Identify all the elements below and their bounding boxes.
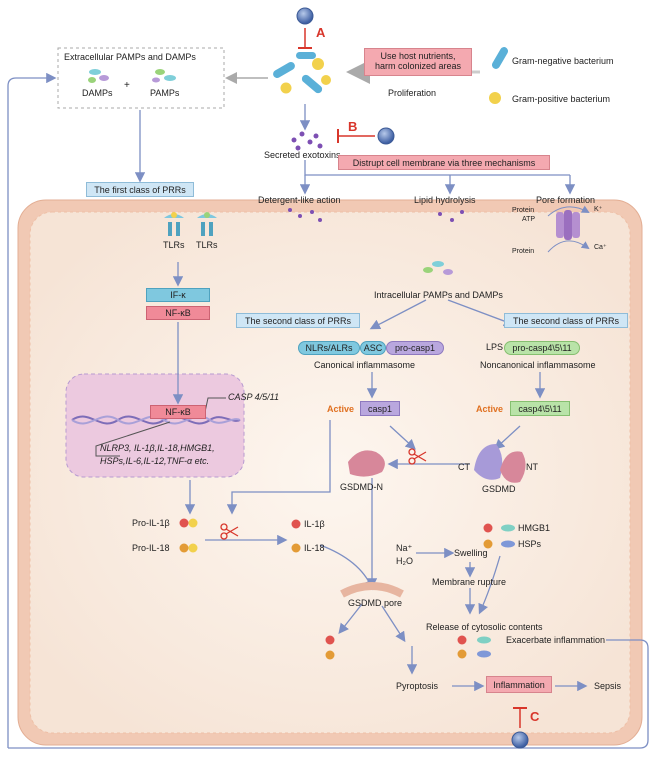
pore-channel xyxy=(556,210,580,240)
casp-gene-label: CASP 4/5/11 xyxy=(228,392,280,402)
damps-label: DAMPs xyxy=(82,88,113,98)
bacteria-cluster xyxy=(273,52,331,94)
hmgb1-label: HMGB1 xyxy=(518,523,551,533)
k-ion-label: K⁺ xyxy=(594,206,603,213)
nf-kb-box: NF-κB xyxy=(146,306,210,320)
gram-negative-label: Gram-negative bacterium xyxy=(512,56,614,66)
active-label-1: Active xyxy=(327,404,355,414)
il1b-label: IL-1β xyxy=(304,519,325,529)
lipid-label: Lipid hydrolysis xyxy=(414,195,476,205)
second-class-left-box: The second class of PRRs xyxy=(236,313,360,328)
scissors-icon-2 xyxy=(220,523,239,540)
pro-casp4-box: pro-casp4\5\11 xyxy=(504,341,580,355)
marker-a: A xyxy=(316,25,326,40)
active-label-2: Active xyxy=(476,404,504,414)
hsps-label: HSPs xyxy=(518,539,542,549)
na-label: Na⁺ xyxy=(396,543,413,553)
atp-label: ATP xyxy=(522,216,536,223)
exotoxin-particles xyxy=(288,131,464,222)
host-note-line1: Use host nutrients, xyxy=(380,51,456,61)
swelling-label: Swelling xyxy=(454,548,488,558)
tlrs-label-2: TLRs xyxy=(196,240,218,250)
nlrs-alrs-box: NLRs/ALRs xyxy=(298,341,360,355)
membrane-rupture-label: Membrane rupture xyxy=(432,577,507,587)
nucleus xyxy=(65,373,245,478)
release-label: Release of cytosolic contents xyxy=(426,622,543,632)
gram-positive-label: Gram-positive bacterium xyxy=(512,94,611,104)
protein-label-2: Protein xyxy=(512,248,535,255)
exacerbate-label: Exacerbate inflammation xyxy=(506,635,606,645)
extracellular-box xyxy=(57,47,225,109)
tlrs-label-1: TLRs xyxy=(163,240,185,250)
casp4-box: casp4\5\11 xyxy=(510,401,570,416)
ct-label: CT xyxy=(458,462,470,472)
gsdmd-pore-label: GSDMD pore xyxy=(348,598,403,608)
secreted-exotoxins-label: Secreted exotoxins xyxy=(264,150,341,160)
nf-kb-nucleus-box: NF-κB xyxy=(150,405,206,419)
genes-line2: HSPs,IL-6,IL-12,TNF-α etc. xyxy=(100,456,210,466)
nt-label: NT xyxy=(526,462,538,472)
scissors-icon-1 xyxy=(408,448,427,465)
extracellular-title: Extracellular PAMPs and DAMPs xyxy=(64,52,196,62)
gsdmd-ct-shape xyxy=(474,444,503,480)
host-nutrients-box: Use host nutrients, harm colonized areas xyxy=(364,48,472,76)
immune-cell-b xyxy=(377,127,395,145)
genes-line1: NLRP3, IL-1β,IL-18,HMGB1, xyxy=(100,443,215,453)
second-class-right-box: The second class of PRRs xyxy=(504,313,628,328)
lps-label: LPS xyxy=(486,342,504,352)
pamps-label: PAMPs xyxy=(150,88,180,98)
h2o-label: H₂O xyxy=(396,556,413,566)
gsdmd-n-label: GSDMD-N xyxy=(340,482,383,492)
marker-b: B xyxy=(348,119,358,134)
gsdmd-n-shape xyxy=(348,450,385,477)
proliferation-label: Proliferation xyxy=(388,88,437,98)
protein-label-1: Protein xyxy=(512,207,535,214)
tlr-receptor-2 xyxy=(197,212,217,236)
casp1-box: casp1 xyxy=(360,401,400,416)
pro-casp1-box: pro-casp1 xyxy=(386,341,444,355)
gram-positive-icon xyxy=(489,92,501,104)
host-note-line2: harm colonized areas xyxy=(374,61,462,72)
pyroptosis-label: Pyroptosis xyxy=(396,681,439,691)
pro-il1b-label: Pro-IL-1β xyxy=(132,518,170,528)
marker-c: C xyxy=(530,709,540,724)
plus-sign: + xyxy=(124,80,130,91)
feedback-loop-line xyxy=(7,72,57,748)
gsdmd-pore-shape xyxy=(340,582,404,598)
gsdmd-label: GSDMD xyxy=(482,484,516,494)
tlr-receptor-1 xyxy=(164,212,184,236)
intracellular-label: Intracellular PAMPs and DAMPs xyxy=(374,290,503,300)
pro-il18-label: Pro-IL-18 xyxy=(132,543,170,553)
immune-cell-a xyxy=(296,7,314,25)
inflammation-box: Inflammation xyxy=(486,676,552,693)
canonical-label: Canonical inflammasome xyxy=(314,360,416,370)
if-k-box: IF-κ xyxy=(146,288,210,302)
detergent-label: Detergent-like action xyxy=(258,195,341,205)
gram-negative-icon xyxy=(492,47,508,69)
first-class-prrs-box: The first class of PRRs xyxy=(86,182,194,197)
noncanonical-label: Noncanonical inflammasome xyxy=(480,360,596,370)
asc-box: ASC xyxy=(360,341,386,355)
sepsis-label: Sepsis xyxy=(594,681,622,691)
immune-cell-c xyxy=(511,731,529,749)
ca-ion-label: Ca⁺ xyxy=(594,244,607,251)
pore-formation-label: Pore formation xyxy=(536,195,596,205)
disrupt-box: Distrupt cell membrane via three mechani… xyxy=(338,155,550,170)
il18-label: IL-18 xyxy=(304,543,325,553)
gsdmd-nt-shape xyxy=(500,451,526,483)
